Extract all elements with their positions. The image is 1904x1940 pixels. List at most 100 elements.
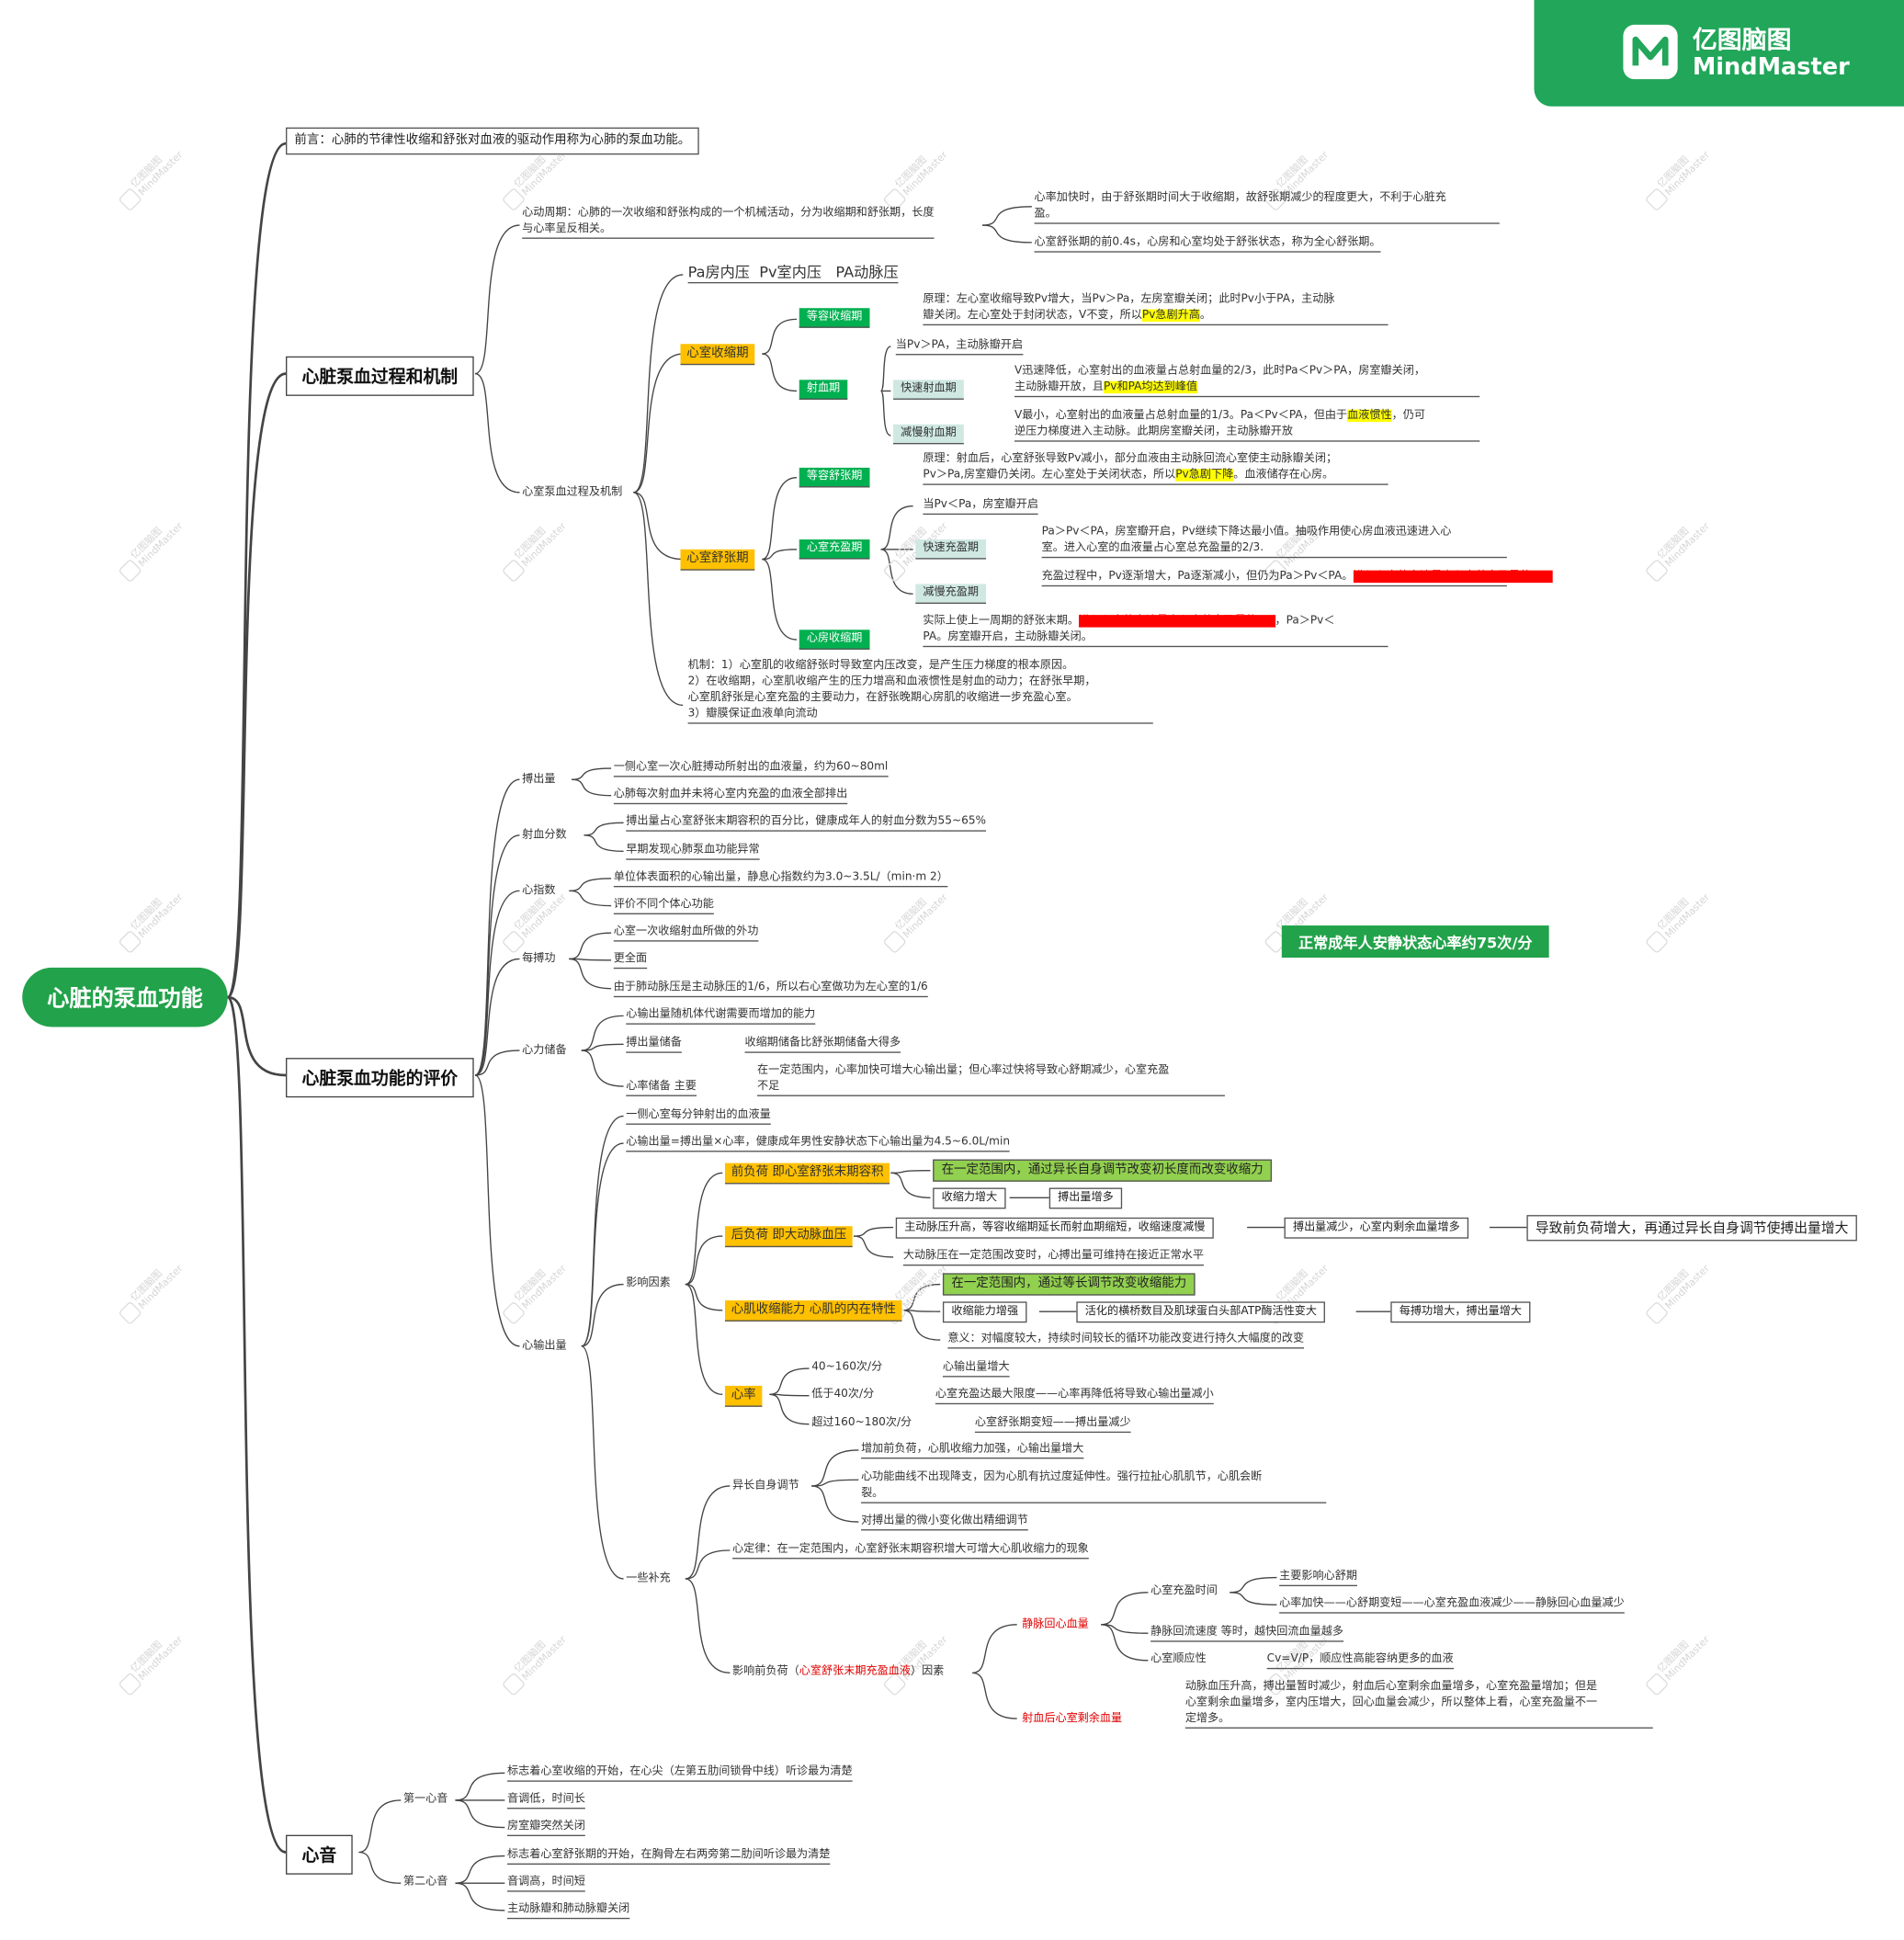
starling-law[interactable]: 心定律：在一定范围内，心室舒张末期容积增大可增大心肌收缩力的现象 bbox=[732, 1542, 1089, 1560]
root-topic[interactable]: 心脏的泵血功能 bbox=[22, 967, 228, 1027]
filling-time[interactable]: 心室充盈时间 bbox=[1150, 1584, 1218, 1598]
heterometric-2[interactable]: 心功能曲线不出现降支，因为心肌有抗过度延伸性。强行拉扯心肌肌节，心肌会断 裂。 bbox=[861, 1469, 1327, 1503]
pumping-mechanism[interactable]: 机制：1）心室肌的收缩舒张时导致室内压改变，是产生压力梯度的根本原因。 2）在收… bbox=[687, 658, 1153, 724]
atrial-systole[interactable]: 心房收缩期 bbox=[799, 630, 870, 650]
slow-ejection-detail[interactable]: V最小，心室射出的血液量占总射血量的1/3。Pa＜Pv＜PA，但由于血液惯性，仍… bbox=[1014, 408, 1480, 442]
atrial-systole-detail[interactable]: 实际上使上一周期的舒张末期。进入心室的血液量占心室总充盈量的1/4，Pa＞Pv＜… bbox=[923, 614, 1388, 648]
diastole-topic[interactable]: 心室舒张期 bbox=[680, 549, 755, 571]
cross-bridge-activation[interactable]: 活化的横桥数目及肌球蛋白头部ATP酶活性变大 bbox=[1076, 1301, 1326, 1323]
stroke-work-note[interactable]: 更全面 bbox=[613, 951, 648, 970]
ejection-fraction[interactable]: 射血分数 bbox=[522, 829, 567, 842]
preload-mechanism[interactable]: 在一定范围内，通过异长自身调节改变初长度而改变收缩力 bbox=[933, 1159, 1273, 1182]
afterload-range[interactable]: 大动脉压在一定范围改变时，心搏出量可维持在接近正常水平 bbox=[902, 1248, 1205, 1266]
isovolumic-relaxation[interactable]: 等容舒张期 bbox=[799, 467, 870, 488]
sv-reserve-note[interactable]: 收缩期储备比舒张期储备大得多 bbox=[744, 1036, 901, 1053]
cycle-note-full-diastole[interactable]: 心室舒张期的前0.4s，心房和心室均处于舒张状态，称为全心舒张期。 bbox=[1034, 235, 1381, 253]
branch-heart-sounds[interactable]: 心音 bbox=[286, 1834, 353, 1875]
s1-detail-1[interactable]: 标志着心室收缩的开始，在心尖（左第五肋间锁骨中线）听诊最为清楚 bbox=[507, 1764, 853, 1782]
s1-detail-2[interactable]: 音调低，时间长 bbox=[507, 1792, 585, 1810]
cycle-note-heart-rate[interactable]: 心率加快时，由于舒张期时间大于收缩期，故舒张期减少的程度更大，不利于心脏充 盈。 bbox=[1034, 190, 1500, 224]
s1-detail-3[interactable]: 房室瓣突然关闭 bbox=[507, 1819, 585, 1836]
cardiac-index-def[interactable]: 单位体表面积的心输出量，静息心指数约为3.0~3.5L/（min·m 2） bbox=[613, 869, 948, 888]
afterload[interactable]: 后负荷 即大动脉血压 bbox=[724, 1226, 853, 1248]
filling-time-1[interactable]: 主要影响心舒期 bbox=[1279, 1569, 1357, 1587]
hr-normal-effect[interactable]: 心输出量增大 bbox=[942, 1360, 1010, 1378]
heart-rate[interactable]: 心率 bbox=[724, 1385, 763, 1407]
contractility-significance[interactable]: 意义：对幅度较大，持续时间较长的循环功能改变进行持久大幅度的改变 bbox=[947, 1332, 1305, 1349]
cardiac-cycle-topic[interactable]: 心动周期：心肺的一次收缩和舒张构成的一个机械活动，分为收缩期和舒张期，长度 与心… bbox=[522, 205, 935, 239]
contractility-mechanism[interactable]: 在一定范围内，通过等长调节改变收缩能力 bbox=[942, 1273, 1196, 1296]
cardiac-index-use[interactable]: 评价不同个体心功能 bbox=[613, 897, 714, 914]
slow-filling[interactable]: 减慢充盈期 bbox=[915, 584, 987, 605]
stroke-work-up[interactable]: 每搏功增大，搏出量增大 bbox=[1390, 1301, 1531, 1323]
residual-volume[interactable]: 射血后心室剩余血量 bbox=[1022, 1712, 1123, 1725]
ventricular-compliance[interactable]: 心室顺应性 bbox=[1150, 1652, 1207, 1666]
av-valve-opens[interactable]: 当Pv＜Pa，房室瓣开启 bbox=[923, 497, 1038, 516]
isovolumic-contraction[interactable]: 等容收缩期 bbox=[799, 308, 870, 328]
heterometric-1[interactable]: 增加前负荷，心肌收缩力加强，心输出量增大 bbox=[861, 1442, 1084, 1459]
preface-topic[interactable]: 前言：心肺的节律性收缩和舒张对血液的驱动作用称为心肺的泵血功能。 bbox=[286, 127, 699, 155]
stroke-work-right[interactable]: 由于肺动脉压是主动脉压的1/6，所以右心室做功为左心室的1/6 bbox=[613, 980, 928, 998]
s2-detail-2[interactable]: 音调高，时间短 bbox=[507, 1875, 585, 1892]
filling-phase[interactable]: 心室充盈期 bbox=[799, 539, 870, 560]
reserve-def[interactable]: 心输出量随机体代谢需要而增加的能力 bbox=[626, 1007, 816, 1025]
pressure-legend[interactable]: Pa房内压 Pv室内压 PA动脉压 bbox=[687, 262, 899, 284]
stroke-work[interactable]: 每搏功 bbox=[522, 952, 556, 966]
cardiac-reserve[interactable]: 心力储备 bbox=[522, 1044, 567, 1057]
stroke-volume-up[interactable]: 搏出量增多 bbox=[1048, 1187, 1123, 1209]
s2-detail-1[interactable]: 标志着心室舒张期的开始，在胸骨左右两旁第二肋间听诊最为清楚 bbox=[507, 1847, 831, 1865]
slow-ejection[interactable]: 减慢射血期 bbox=[893, 424, 964, 445]
aortic-pressure-rise[interactable]: 主动脉压升高，等容收缩期延长而射血期缩短，收缩速度减慢 bbox=[895, 1217, 1214, 1239]
branch-function-evaluation[interactable]: 心脏泵血功能的评价 bbox=[286, 1058, 474, 1098]
cardiac-index[interactable]: 心指数 bbox=[522, 884, 556, 898]
cardiac-output-def[interactable]: 一侧心室每分钟射出的血液量 bbox=[626, 1107, 771, 1125]
preload[interactable]: 前负荷 即心室舒张末期容积 bbox=[724, 1163, 890, 1185]
hr-range-low[interactable]: 低于40次/分 bbox=[811, 1388, 875, 1401]
systole-topic[interactable]: 心室收缩期 bbox=[680, 344, 755, 366]
stroke-volume[interactable]: 搏出量 bbox=[522, 773, 556, 786]
filling-time-2[interactable]: 心率加快——心舒期变短——心室充盈血液减少——静脉回心血量减少 bbox=[1279, 1596, 1625, 1614]
stroke-volume-reserve[interactable]: 搏出量储备 bbox=[626, 1036, 682, 1053]
first-heart-sound[interactable]: 第一心音 bbox=[402, 1792, 448, 1806]
ejection-phase[interactable]: 射血期 bbox=[799, 380, 848, 400]
hr-low-effect[interactable]: 心室充盈达最大限度——心率再降低将导致心输出量减小 bbox=[935, 1387, 1214, 1405]
preload-compensation[interactable]: 导致前负荷增大，再通过异长自身调节使搏出量增大 bbox=[1526, 1215, 1857, 1242]
hr-range-high[interactable]: 超过160~180次/分 bbox=[811, 1416, 912, 1430]
venous-return-speed[interactable]: 静脉回流速度 等时，越快回流血量越多 bbox=[1150, 1625, 1343, 1642]
preload-factors[interactable]: 影响前负荷（心室舒张末期充盈血液）因素 bbox=[732, 1665, 945, 1678]
rapid-ejection[interactable]: 快速射血期 bbox=[893, 380, 964, 400]
hr-high-effect[interactable]: 心室舒张期变短——搏出量减少 bbox=[974, 1415, 1131, 1434]
hr-reserve-note[interactable]: 在一定范围内，心率加快可增大心输出量；但心率过快将导致心舒期减少，心室充盈 不足 bbox=[756, 1063, 1225, 1096]
rapid-filling-detail[interactable]: Pa＞Pv＜PA，房室瓣开启，Pv继续下降达最小值。抽吸作用使心房血液迅速进入心… bbox=[1041, 525, 1507, 559]
venous-return[interactable]: 静脉回心血量 bbox=[1022, 1618, 1089, 1631]
compliance-formula[interactable]: Cv=V/P，顺应性高能容纳更多的血液 bbox=[1266, 1651, 1454, 1670]
heterometric-regulation[interactable]: 异长自身调节 bbox=[732, 1480, 799, 1492]
residual-volume-detail[interactable]: 动脉血压升高，搏出量暂时减少，射血后心室剩余血量增多，心室充盈量增加；但是 心室… bbox=[1184, 1679, 1653, 1729]
s2-detail-3[interactable]: 主动脉瓣和肺动脉瓣关闭 bbox=[507, 1901, 630, 1920]
cardiac-output[interactable]: 心输出量 bbox=[522, 1340, 567, 1353]
cardiac-output-formula[interactable]: 心输出量=搏出量×心率，健康成年男性安静状态下心输出量为4.5~6.0L/min bbox=[626, 1135, 1011, 1152]
isovolumic-contraction-detail[interactable]: 原理：左心室收缩导致Pv增大，当Pv＞Pa，左房室瓣关闭；此时Pv小于PA，主动… bbox=[923, 292, 1388, 326]
slow-filling-detail[interactable]: 充盈过程中，Pv逐渐增大，Pa逐渐减小，但仍为Pa＞Pv＜PA。进入心室的血液量… bbox=[1041, 569, 1553, 587]
stroke-volume-note[interactable]: 心肺每次射血并未将心室内充盈的血液全部排出 bbox=[613, 787, 848, 805]
stroke-volume-def[interactable]: 一侧心室一次心脏搏动所射出的血液量，约为60~80ml bbox=[613, 760, 889, 777]
heterometric-3[interactable]: 对搏出量的微小变化做出精细调节 bbox=[861, 1514, 1028, 1531]
heart-rate-reserve[interactable]: 心率储备 主要 bbox=[626, 1079, 697, 1096]
rapid-ejection-detail[interactable]: V迅速降低，心室射出的血液量占总射血量的2/3，此时Pa＜Pv＞PA，房室瓣关闭… bbox=[1014, 364, 1480, 398]
second-heart-sound[interactable]: 第二心音 bbox=[402, 1876, 448, 1889]
supplement[interactable]: 一些补充 bbox=[626, 1572, 671, 1585]
isovolumic-relaxation-detail[interactable]: 原理：射血后，心室舒张导致Pv减小，部分血液由主动脉回流心室使主动脉瓣关闭； P… bbox=[923, 451, 1388, 485]
ventricle-pumping-topic[interactable]: 心室泵血过程及机制 bbox=[522, 486, 623, 499]
aortic-valve-opens[interactable]: 当Pv＞PA，主动脉瓣开启 bbox=[895, 338, 1024, 356]
ejection-fraction-def[interactable]: 搏出量占心室舒张末期容积的百分比，健康成年人的射血分数为55~65% bbox=[626, 814, 987, 832]
contractility-up[interactable]: 收缩力增大 bbox=[933, 1187, 1006, 1209]
contractility-enhanced[interactable]: 收缩能力增强 bbox=[942, 1301, 1027, 1323]
rapid-filling[interactable]: 快速充盈期 bbox=[915, 539, 987, 560]
branch-pumping-process[interactable]: 心脏泵血过程和机制 bbox=[286, 356, 474, 396]
stroke-work-def[interactable]: 心室一次收缩射血所做的外功 bbox=[613, 925, 759, 942]
contractility[interactable]: 心肌收缩能力 心肌的内在特性 bbox=[724, 1300, 902, 1322]
sv-decrease[interactable]: 搏出量减少，心室内剩余血量增多 bbox=[1284, 1217, 1469, 1239]
heart-rate-note[interactable]: 正常成年人安静状态心率约75次/分 bbox=[1281, 925, 1549, 959]
hr-range-normal[interactable]: 40~160次/分 bbox=[811, 1360, 883, 1374]
influencing-factors[interactable]: 影响因素 bbox=[626, 1276, 671, 1289]
